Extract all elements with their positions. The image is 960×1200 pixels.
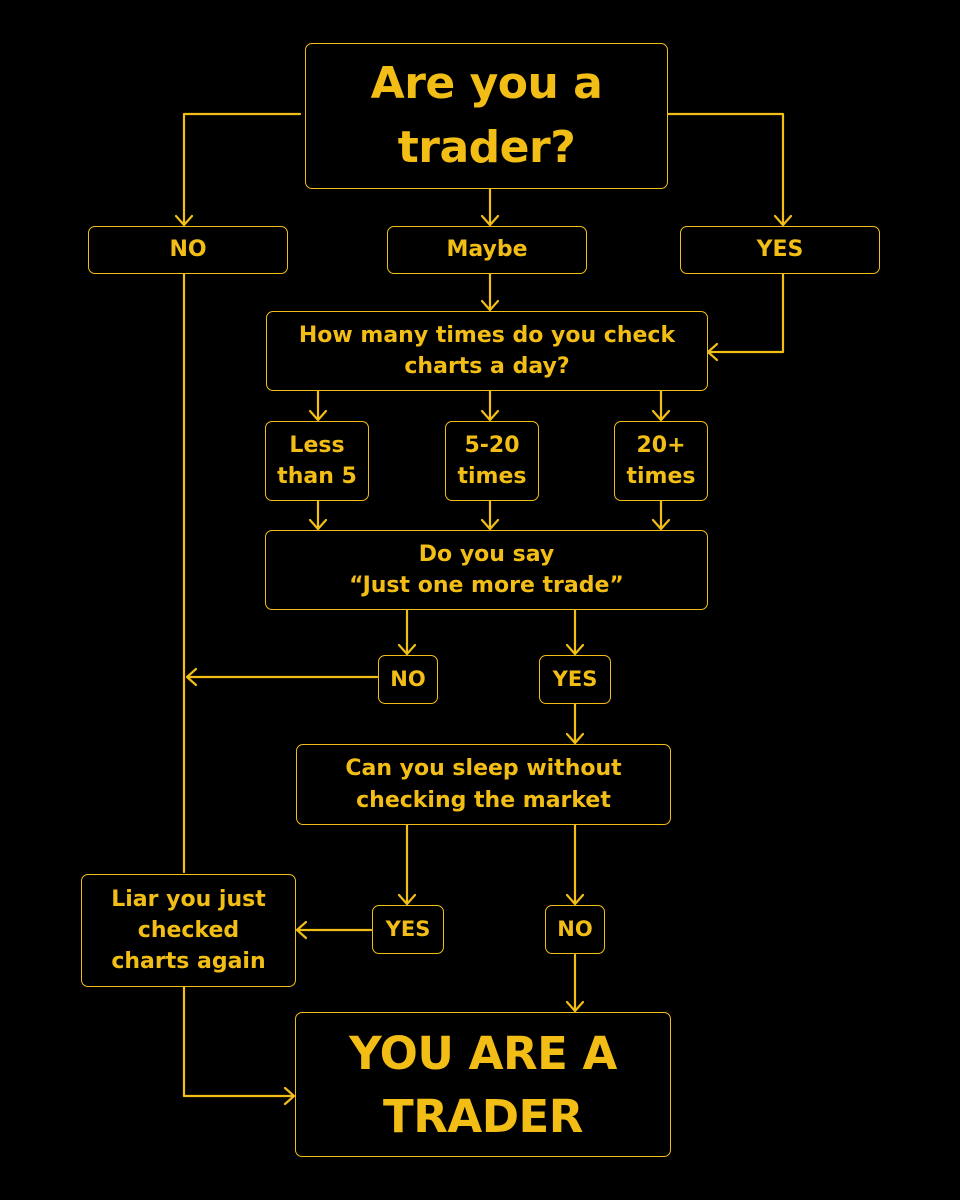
result-text: YOU ARE A TRADER bbox=[349, 1026, 617, 1143]
arrowhead-check-from-yes bbox=[706, 342, 719, 362]
answer-yes-text: YES bbox=[756, 237, 804, 263]
arrowhead-yes-middle bbox=[565, 643, 585, 656]
answer-yes-bottom-text: YES bbox=[385, 916, 431, 941]
arrowhead-less5 bbox=[308, 409, 328, 422]
arrowhead-no-middle bbox=[397, 643, 417, 656]
arrowhead-maybe bbox=[480, 214, 500, 227]
arrowhead-result-left bbox=[283, 1086, 296, 1106]
answer-no-text: NO bbox=[169, 237, 207, 263]
answer-no-box: NO bbox=[88, 226, 288, 274]
arrowhead-check-from-maybe bbox=[480, 299, 500, 312]
arrowhead-no-bottom bbox=[565, 893, 585, 906]
answer-no-bottom-text: NO bbox=[557, 916, 593, 941]
answer-yes-box: YES bbox=[680, 226, 880, 274]
arrowhead-yes-bottom bbox=[397, 893, 417, 906]
start-question-text: Are you a trader? bbox=[370, 58, 603, 173]
arrowhead-5to20 bbox=[480, 409, 500, 422]
one-more-trade-question-text: Do you say “Just one more trade” bbox=[349, 541, 624, 598]
arrowhead-result-top bbox=[565, 1000, 585, 1013]
result-box: YOU ARE A TRADER bbox=[295, 1012, 671, 1157]
answer-maybe-text: Maybe bbox=[446, 237, 528, 263]
connector-liar-to-result bbox=[182, 985, 295, 1098]
start-question-box: Are you a trader? bbox=[305, 43, 668, 189]
answer-no-bottom-box: NO bbox=[545, 905, 605, 954]
arrowhead-20plus bbox=[651, 409, 671, 422]
answer-maybe-box: Maybe bbox=[387, 226, 587, 274]
connector-start-to-yes bbox=[666, 112, 785, 226]
option-less-than-5-box: Less than 5 bbox=[265, 421, 369, 501]
liar-box: Liar you just checked charts again bbox=[81, 874, 296, 987]
option-less-than-5-text: Less than 5 bbox=[277, 432, 357, 489]
arrowhead-left-vertical bbox=[185, 667, 198, 687]
sleep-question-text: Can you sleep without checking the marke… bbox=[345, 756, 622, 813]
answer-yes-middle-text: YES bbox=[552, 666, 598, 691]
option-5-to-20-text: 5-20 times bbox=[457, 432, 527, 489]
answer-no-middle-text: NO bbox=[390, 666, 426, 691]
arrowhead-no-top bbox=[174, 214, 194, 227]
answer-no-middle-box: NO bbox=[378, 655, 438, 704]
check-charts-question-box: How many times do you check charts a day… bbox=[266, 311, 708, 391]
option-5-to-20-box: 5-20 times bbox=[445, 421, 539, 501]
check-charts-question-text: How many times do you check charts a day… bbox=[298, 322, 676, 379]
arrowhead-sleep bbox=[565, 732, 585, 745]
arrowhead-trade-2 bbox=[480, 518, 500, 531]
arrowhead-yes-top bbox=[773, 214, 793, 227]
arrowhead-liar bbox=[295, 920, 308, 940]
one-more-trade-question-box: Do you say “Just one more trade” bbox=[265, 530, 708, 610]
sleep-question-box: Can you sleep without checking the marke… bbox=[296, 744, 671, 825]
option-20-plus-text: 20+ times bbox=[626, 432, 696, 489]
liar-text: Liar you just checked charts again bbox=[111, 886, 266, 975]
arrowhead-trade-3 bbox=[651, 518, 671, 531]
answer-yes-middle-box: YES bbox=[539, 655, 611, 704]
option-20-plus-box: 20+ times bbox=[614, 421, 708, 501]
arrowhead-trade-1 bbox=[308, 518, 328, 531]
connector-start-to-no bbox=[182, 112, 302, 226]
answer-yes-bottom-box: YES bbox=[372, 905, 444, 954]
connector-yes-to-check bbox=[707, 272, 785, 354]
